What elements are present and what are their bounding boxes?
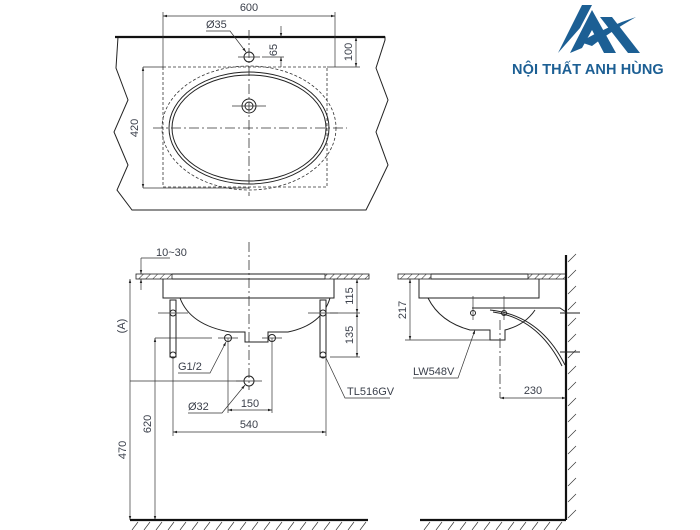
brand-name: NỘI THẤT ANH HÙNG xyxy=(512,62,664,78)
side-height-label: 217 xyxy=(397,301,409,319)
bracket-spacing-label: 540 xyxy=(240,419,258,431)
side-view xyxy=(397,253,580,530)
tap-hole-label: Ø35 xyxy=(206,19,227,31)
drain-height-label: 620 xyxy=(142,415,154,433)
depth-label: 420 xyxy=(129,119,141,137)
supply-spacing-label: 150 xyxy=(241,398,259,410)
bracket-label: 135 xyxy=(344,326,356,344)
supply-label: G1/2 xyxy=(178,361,202,373)
wall-offset-label: 230 xyxy=(524,385,542,397)
counter-thickness-label: 10~30 xyxy=(156,247,187,259)
basin-model-label: LW548V xyxy=(413,366,455,378)
drain-label: Ø32 xyxy=(188,401,209,413)
front-view xyxy=(128,242,390,530)
tap-offset-label: 65 xyxy=(268,44,280,56)
edge-offset-label: 100 xyxy=(343,43,355,61)
bracket-model-label: TL516GV xyxy=(347,386,395,398)
top-width-label: 600 xyxy=(240,2,258,14)
floor-height-label: 470 xyxy=(117,441,129,459)
brand-logo-icon xyxy=(558,5,640,53)
top-view xyxy=(113,12,389,211)
height-variable-label: (A) xyxy=(116,319,128,334)
bowl-depth-label: 115 xyxy=(344,287,356,305)
